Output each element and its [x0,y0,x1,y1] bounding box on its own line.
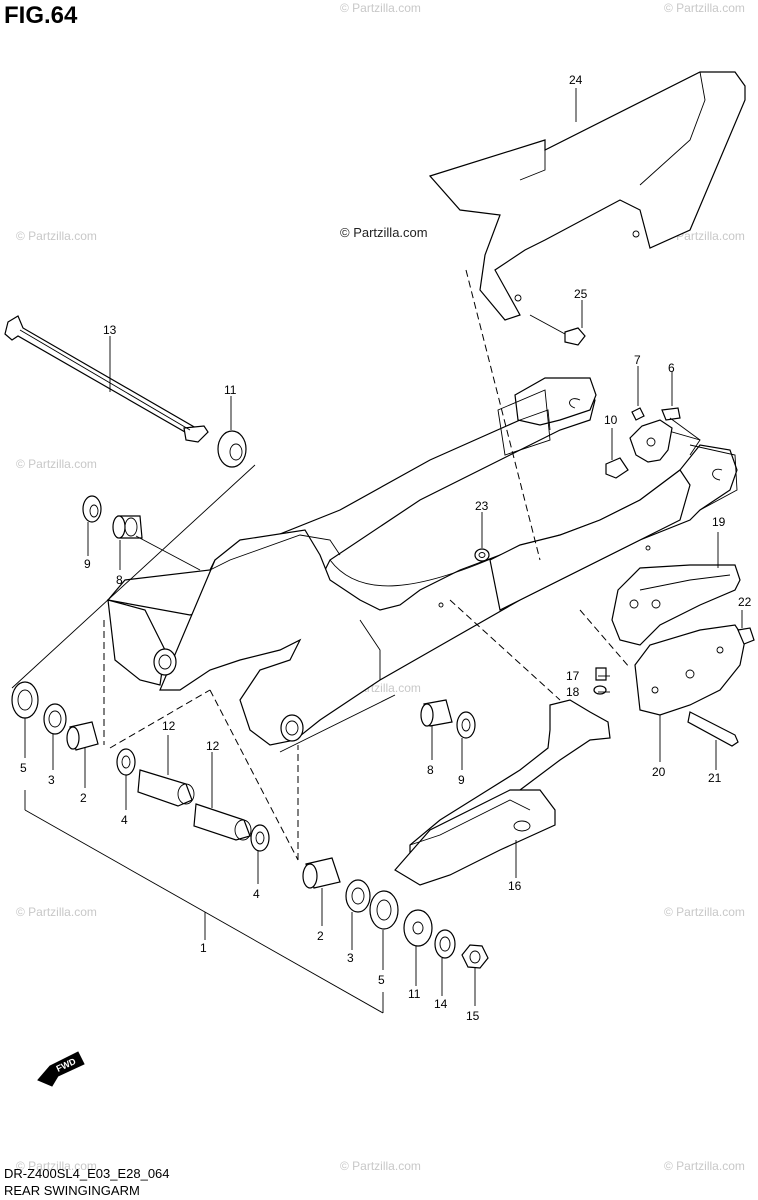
callout-7: 7 [634,353,641,367]
callout-3: 3 [48,773,55,787]
washer-part-3 [345,879,371,913]
callout-5: 5 [20,761,27,775]
watermark: © Partzilla.com [664,905,745,919]
callout-11: 11 [408,987,421,1001]
callout-2: 2 [317,929,324,943]
figure-name: REAR SWINGINGARM [4,1183,140,1198]
callout-8: 8 [116,573,123,587]
seal-part-4 [250,824,270,852]
bolt-part-21 [687,711,739,747]
callout-9: 9 [84,557,91,571]
screw-part-7 [631,407,645,421]
callout-11: 11 [224,383,237,397]
watermark: © Partzilla.com [16,457,97,471]
callout-2: 2 [80,791,87,805]
callout-6: 6 [668,361,675,375]
callout-labels: 24 25 13 11 7 6 10 9 8 23 19 22 17 18 20… [20,73,752,1023]
bearing-part-2 [66,721,99,751]
bolt-part-22 [737,627,755,645]
forward-arrow-icon: FWD [37,1051,85,1087]
seal-part-9 [456,711,476,739]
bearing-part-8 [420,699,453,727]
callout-12: 12 [206,739,220,753]
bolt-part-25 [529,314,586,346]
callout-10: 10 [604,413,618,427]
callout-1: 1 [200,941,207,955]
callout-9: 9 [458,773,465,787]
watermark: © Partzilla.com [16,905,97,919]
callout-14: 14 [434,997,448,1011]
callout-17: 17 [566,669,580,683]
callout-16: 16 [508,879,522,893]
chain-adjuster-part-6 [629,407,701,463]
watermark: © Partzilla.com [16,229,97,243]
chain-guide-part-19 [611,564,741,646]
nut-part-15 [461,944,489,969]
bolt-part-10 [605,457,629,479]
callout-22: 22 [738,595,752,609]
assembly-lines [11,269,631,861]
bearing-part-8 [112,515,143,539]
callout-12: 12 [162,719,176,733]
swingarm-part-1 [106,377,738,746]
nut-part-23 [474,548,490,562]
callout-4: 4 [121,813,128,827]
figure-title: FIG.64 [4,2,78,29]
callout-4: 4 [253,887,260,901]
chain-buffer-part-16 [394,699,611,886]
callout-18: 18 [566,685,580,699]
leader-lines [24,88,743,1006]
axle-part-13 [4,315,209,443]
callout-25: 25 [574,287,588,301]
watermark: © Partzilla.com [340,1159,421,1173]
washer-part-11 [403,909,433,947]
seal-part-9 [82,495,102,523]
callout-24: 24 [569,73,583,87]
watermark: © Partzilla.com [664,1159,745,1173]
chain-guide-plate-part-20 [634,624,746,716]
callout-8: 8 [427,763,434,777]
assembly-bracket-part-1 [24,790,384,1014]
spacer-part-12 [193,803,252,841]
watermark-group: © Partzilla.com © Partzilla.com © Partzi… [16,1,745,1173]
bearing-part-2 [302,857,341,889]
collar-part-11 [217,430,247,468]
callout-3: 3 [347,951,354,965]
watermark: © Partzilla.com [16,1159,97,1173]
callout-21: 21 [708,771,722,785]
callout-23: 23 [475,499,489,513]
figure-code: DR-Z400SL4_E03_E28_064 [4,1166,170,1181]
screw-part-17 [595,667,607,681]
callout-15: 15 [466,1009,480,1023]
callout-13: 13 [103,323,117,337]
callout-5: 5 [378,973,385,987]
watermark: © Partzilla.com [340,1,421,15]
chain-case-part-24 [428,71,746,321]
dust-seal-part-5 [11,681,39,719]
callout-20: 20 [652,765,666,779]
watermark-main: © Partzilla.com [340,225,428,240]
washer-part-3 [43,703,67,735]
callout-19: 19 [712,515,726,529]
washer-part-18 [593,685,607,695]
washer-part-14 [434,929,456,959]
seal-part-4 [116,748,136,776]
watermark: © Partzilla.com [664,1,745,15]
dust-seal-part-5 [369,890,399,930]
spacer-part-12 [137,769,195,807]
